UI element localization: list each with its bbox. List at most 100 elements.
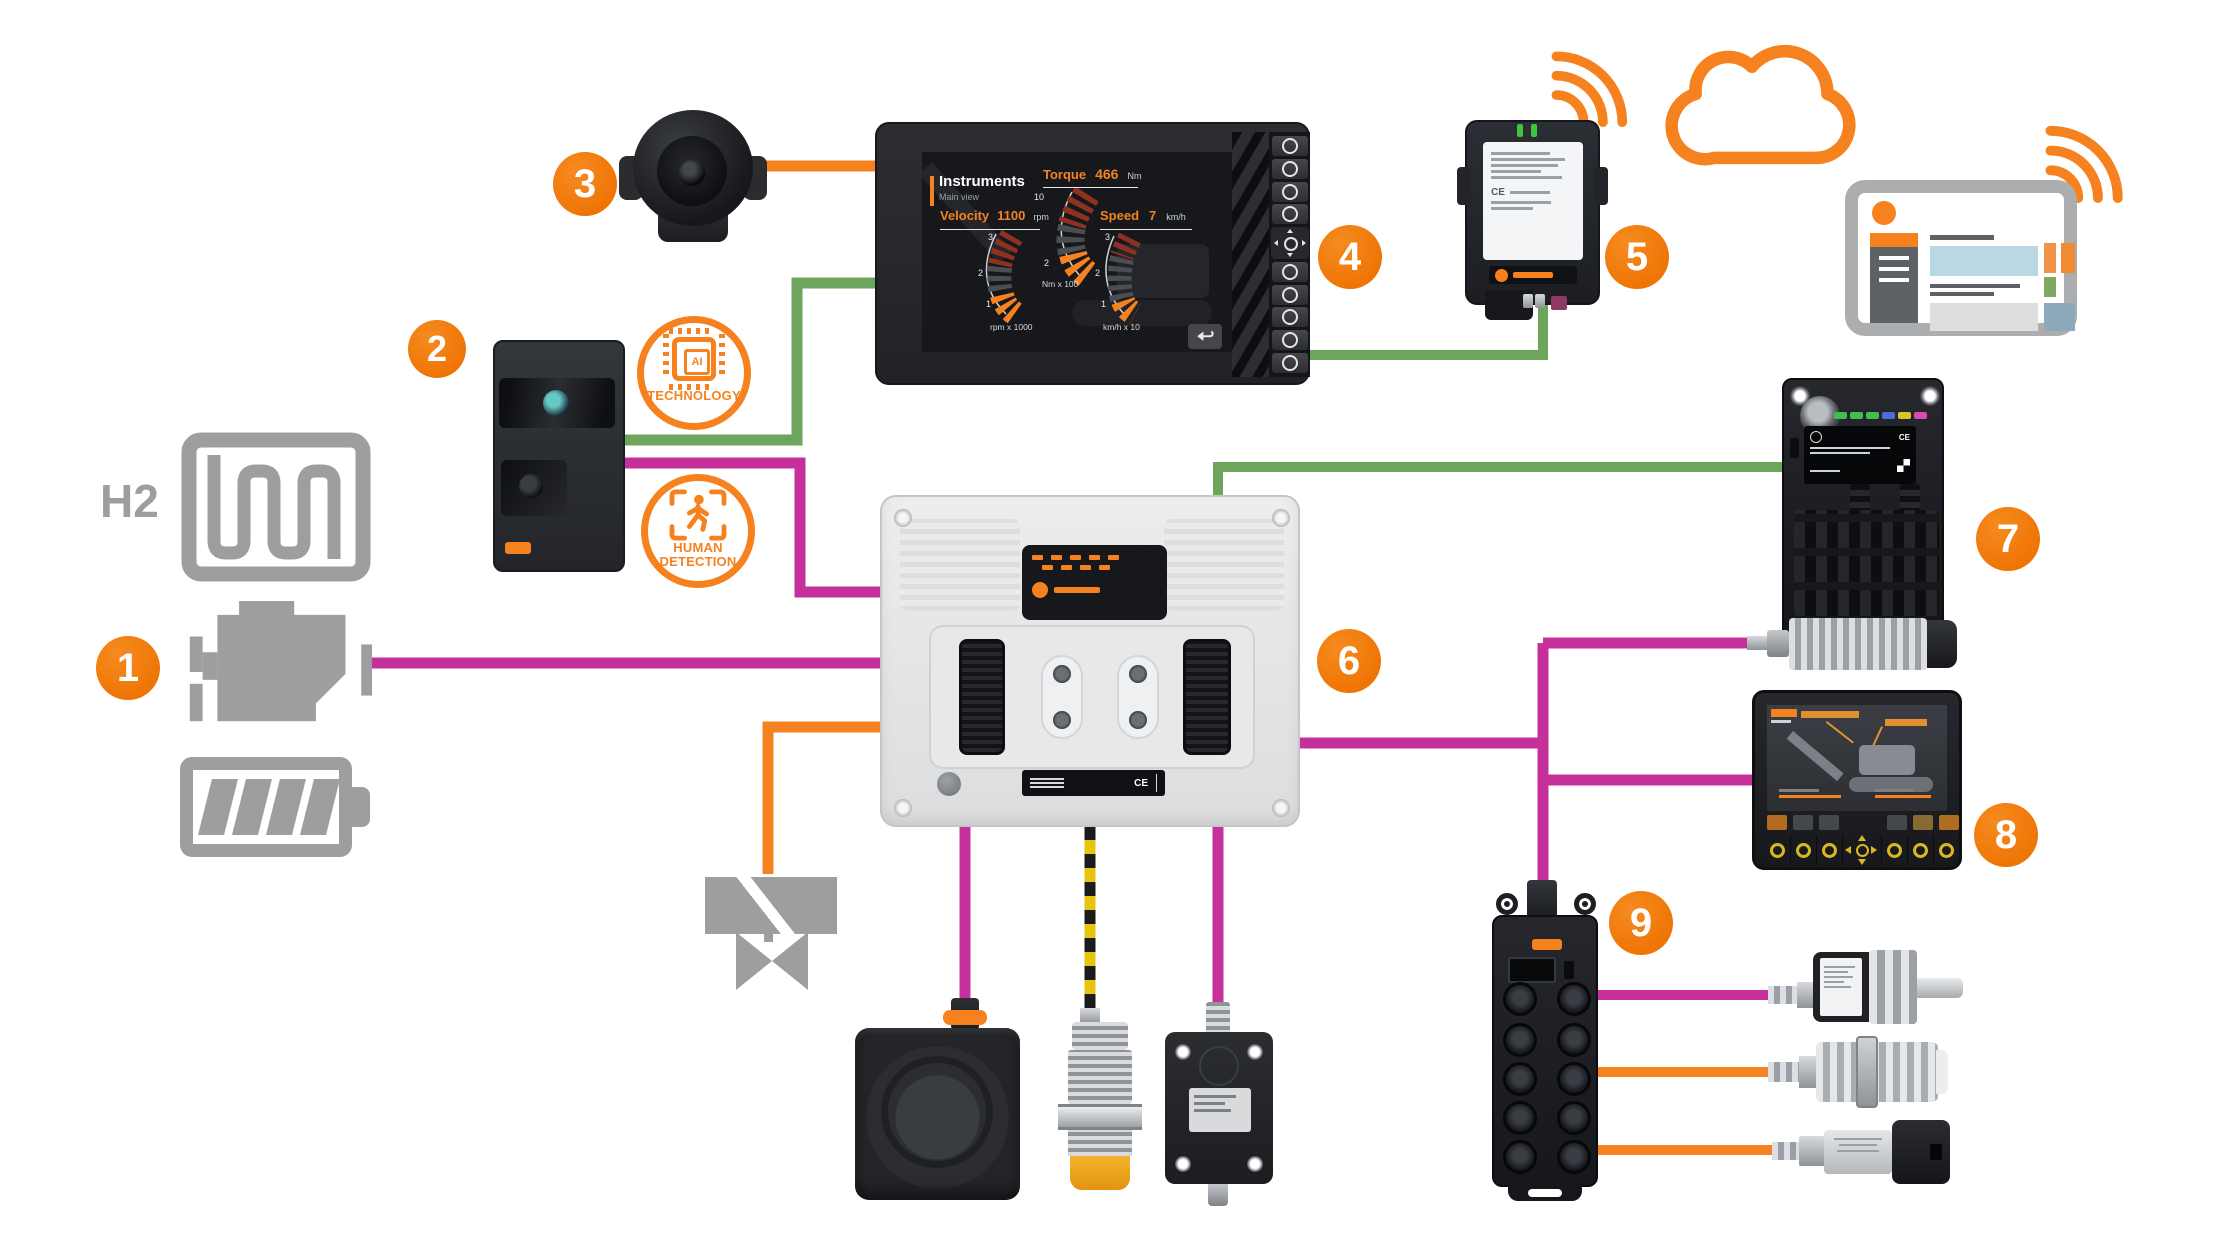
inductive-sensing-tip: [1070, 1156, 1130, 1190]
cable-controller-iomodule7: [1213, 462, 1784, 498]
tablet-device: [1845, 180, 2077, 336]
valve-bowtie-right: [772, 932, 808, 990]
function-button[interactable]: [1817, 835, 1843, 865]
dpad-control[interactable]: [1843, 835, 1882, 865]
ai-camera: [493, 340, 625, 572]
speed-unit: km/h: [1166, 212, 1186, 222]
excavator-silhouette: [1072, 300, 1212, 326]
status-led: [1898, 412, 1911, 419]
m12-socket: [1053, 711, 1071, 729]
pressure-sensor-rings: [1869, 950, 1917, 1024]
function-button[interactable]: [1934, 835, 1959, 865]
corner-screw: [894, 799, 912, 817]
engine-icon: [189, 601, 373, 722]
foot-slot: [1528, 1189, 1562, 1197]
m12-socket: [1129, 711, 1147, 729]
back-button[interactable]: [1188, 324, 1222, 349]
torque-readout: Torque 466 Nm: [1043, 166, 1141, 182]
menu-icon[interactable]: [1939, 815, 1959, 830]
dpad-control[interactable]: [1270, 227, 1309, 260]
mount-ear: [1594, 167, 1608, 205]
velocity-scale-1: 1: [986, 299, 992, 309]
function-button[interactable]: [1908, 835, 1934, 865]
battery-icon: [180, 757, 352, 857]
camera-lens-bar: [499, 378, 615, 428]
function-button[interactable]: [1791, 835, 1817, 865]
cylinder-sensor-pin: [1747, 636, 1769, 650]
valve-icon: [705, 877, 837, 934]
m12-port: [1503, 982, 1537, 1016]
mount-hole: [1175, 1156, 1191, 1172]
softkey-button[interactable]: [1271, 204, 1308, 225]
menu-icon[interactable]: [1887, 815, 1907, 830]
m12-port: [1503, 1101, 1537, 1135]
softkey-button[interactable]: [1271, 136, 1308, 156]
speed-readout: Speed 7 km/h: [1100, 208, 1186, 223]
badge-3: 3: [553, 152, 617, 216]
status-label: [1022, 545, 1167, 620]
softkey-button[interactable]: [1271, 261, 1308, 282]
ai-badge-label: TECHNOLOGY: [647, 388, 741, 403]
badge-9: 9: [1609, 891, 1673, 955]
qr-code: [1897, 459, 1910, 472]
battery-cell: [198, 779, 238, 835]
annotation-bar: [1885, 719, 1927, 726]
menu-icon[interactable]: [1913, 815, 1933, 830]
connector-panel: [929, 625, 1255, 769]
status-led: [1089, 555, 1100, 560]
softkey-button[interactable]: [1271, 158, 1308, 179]
status-led: [1080, 565, 1091, 570]
emblem-circle: [1199, 1046, 1239, 1086]
status-led: [1032, 555, 1043, 560]
camera-lens-icon: [543, 390, 569, 416]
velocity-label: Velocity: [940, 208, 990, 223]
screen-title-accent: [930, 176, 934, 206]
ai-chip-text: AI: [684, 349, 710, 375]
status-led: [1099, 565, 1110, 570]
brand-mark: [1532, 939, 1562, 950]
corner-screw: [894, 509, 912, 527]
cylinder-sensor-body: [1789, 618, 1927, 670]
vent-button: [937, 772, 961, 796]
status-led: [1070, 555, 1081, 560]
softkey-button[interactable]: [1271, 352, 1308, 373]
menu-icon[interactable]: [1767, 815, 1787, 830]
velocity-scale-3: 3: [988, 232, 994, 242]
menu-icon[interactable]: [1793, 815, 1813, 830]
torque-underline: [1043, 187, 1138, 188]
led-strip: [1834, 412, 1927, 419]
function-button[interactable]: [1882, 835, 1908, 865]
hub-switch[interactable]: [1564, 961, 1574, 979]
human-badge-label-1: HUMAN: [673, 540, 723, 555]
mount-ear: [1574, 893, 1596, 915]
transmitter-body: [1824, 1130, 1892, 1174]
ce-mark: CE: [1898, 432, 1910, 442]
menu-icon[interactable]: [1819, 815, 1839, 830]
inclination-top-connector: [1206, 1002, 1230, 1034]
housing-ridges: [1164, 519, 1284, 611]
human-detection-badge: HUMAN DETECTION: [641, 474, 755, 588]
softkey-button[interactable]: [1271, 181, 1308, 202]
portal-tile: [2044, 303, 2075, 331]
dpad-right-icon: [1301, 240, 1306, 247]
toggle-switch[interactable]: [1790, 438, 1799, 458]
softkey-button[interactable]: [1271, 284, 1308, 305]
mini-connector: [1523, 294, 1533, 308]
antenna-orange-ring: [943, 1010, 987, 1025]
progress-rule: [1779, 795, 1841, 798]
portal-text-bar: [1930, 284, 2020, 288]
m12-port: [1557, 1062, 1591, 1096]
human-badge-label-2: DETECTION: [659, 554, 737, 569]
mount-hole: [1175, 1044, 1191, 1060]
portal-text-bar: [1930, 292, 1994, 296]
m12-port: [1557, 1140, 1591, 1174]
softkey-button[interactable]: [1271, 330, 1308, 351]
softkey-button[interactable]: [1271, 307, 1308, 328]
annotation-bar: [1801, 711, 1859, 718]
function-button[interactable]: [1765, 835, 1791, 865]
excavator-tracks: [1849, 777, 1933, 792]
camera-lens-icon: [679, 160, 705, 186]
portal-tile: [2061, 243, 2075, 273]
